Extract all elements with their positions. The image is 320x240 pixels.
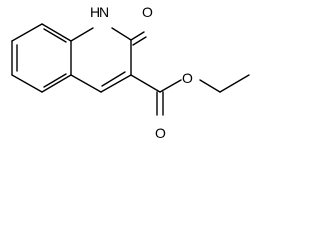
bond-c8a-c8 bbox=[11, 23, 43, 42]
bond-oester-ch2 bbox=[199, 79, 221, 93]
atom-label-h: H bbox=[90, 4, 100, 20]
bond-ch2-ch3 bbox=[219, 74, 250, 93]
atom-label-o-carbonyl: O bbox=[155, 125, 166, 141]
double-bond-inner-top bbox=[43, 28, 67, 43]
bond-c3-ccarb bbox=[130, 74, 161, 93]
bond-c6-c5 bbox=[41, 74, 72, 93]
pyridinone-ring bbox=[70, 27, 132, 93]
double-bond-c3-c4-inner bbox=[101, 71, 126, 87]
bond-c3-c4 bbox=[100, 74, 132, 93]
double-bond-inner-bottom bbox=[43, 73, 67, 88]
atom-label-n: N bbox=[99, 4, 109, 20]
bond-c4a-c8a bbox=[41, 23, 72, 42]
ester-group bbox=[130, 74, 250, 116]
bond-c4-c5 bbox=[70, 74, 102, 93]
bond-ccarb-oester bbox=[159, 79, 182, 93]
atom-label-o-keto: O bbox=[142, 4, 153, 20]
quinolinone-ester-structure: H N O O O bbox=[11, 4, 250, 141]
keto-group bbox=[130, 31, 147, 46]
bond-n1-c2 bbox=[111, 27, 132, 41]
bond-c2-o-a bbox=[130, 31, 145, 41]
bond-c4a-n1 bbox=[70, 27, 94, 42]
bond-c2-o-b bbox=[132, 36, 147, 46]
bond-c7-c6 bbox=[11, 74, 43, 93]
atom-label-o-ester: O bbox=[182, 70, 193, 86]
benzene-ring bbox=[11, 23, 72, 93]
